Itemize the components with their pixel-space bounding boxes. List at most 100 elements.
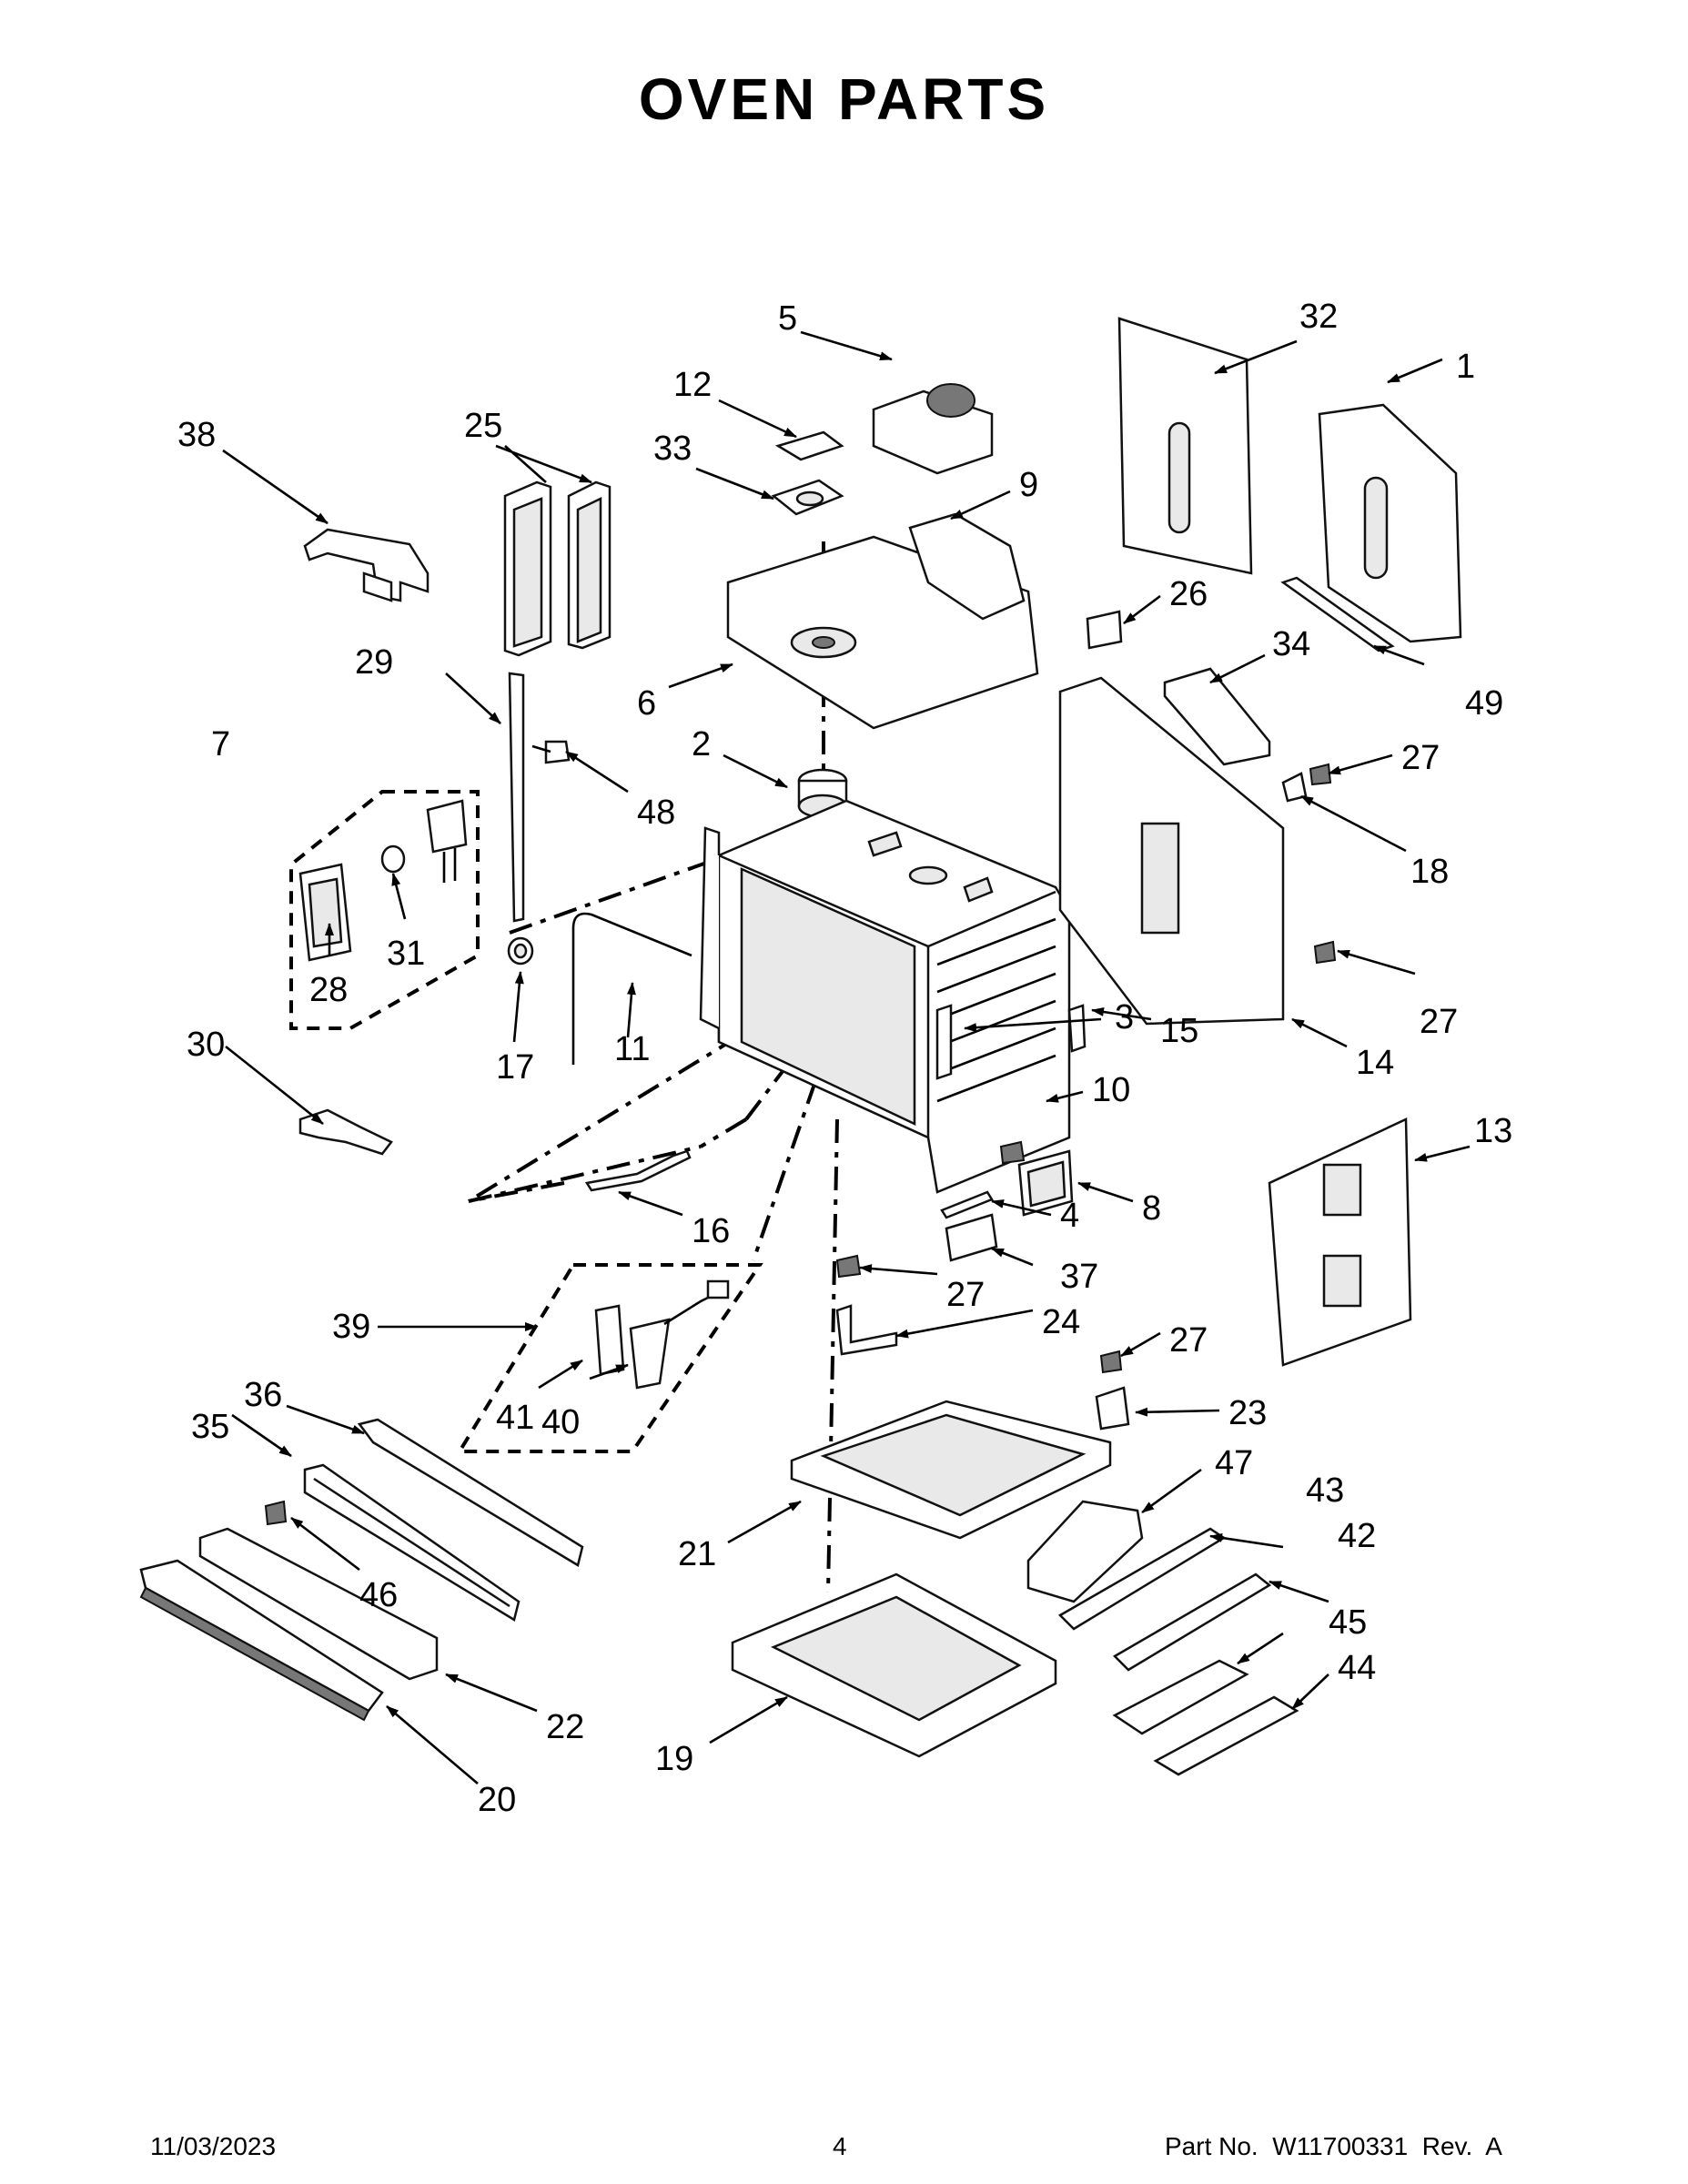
callout-7: 7 (211, 725, 230, 763)
callout-30: 30 (187, 1026, 225, 1064)
part-10-screw (999, 1140, 1026, 1165)
callout-4: 4 (1060, 1197, 1079, 1235)
page-title: OVEN PARTS (638, 66, 1050, 132)
callout-43: 43 (1306, 1471, 1344, 1510)
part-40-igniter (629, 1279, 730, 1390)
callout-31: 31 (387, 935, 425, 973)
part-34-bracket (1163, 667, 1271, 766)
callout-5: 5 (778, 299, 797, 338)
oven-cavity (699, 799, 1071, 1194)
part-25-vent-panels (503, 480, 612, 657)
callout-25: 25 (464, 407, 502, 445)
part-12-cover (774, 430, 844, 461)
callout-19: 19 (655, 1740, 693, 1778)
callout-14: 14 (1356, 1044, 1394, 1082)
callout-47: 47 (1215, 1444, 1253, 1482)
part-41-cover (594, 1304, 625, 1376)
part-13-side-panel (1268, 1117, 1412, 1367)
part-27-screw-top (1309, 763, 1332, 786)
part-20-toe-kick (139, 1559, 384, 1722)
part-45-shield (1112, 1659, 1249, 1735)
callout-22: 22 (546, 1708, 584, 1746)
callout-38: 38 (177, 416, 216, 454)
callout-27-b: 27 (1420, 1003, 1458, 1041)
group-outline-7 (289, 790, 480, 1030)
part-32-rear-panel (1117, 317, 1253, 575)
callout-39: 39 (332, 1308, 370, 1346)
part-11-probe-wire (571, 912, 692, 1065)
callout-15: 15 (1160, 1012, 1198, 1050)
callout-34: 34 (1272, 625, 1310, 663)
footer-page-number: 4 (833, 2132, 847, 2160)
part-22-shield (198, 1527, 439, 1681)
callout-10: 10 (1092, 1071, 1130, 1109)
callout-35: 35 (191, 1408, 229, 1446)
callout-12: 12 (673, 366, 712, 404)
callout-20: 20 (478, 1781, 516, 1819)
callout-13: 13 (1474, 1112, 1512, 1150)
footer-part-number: Part No. W11700331 Rev. A (1165, 2132, 1502, 2160)
callout-23: 23 (1228, 1394, 1267, 1432)
part-23-bracket (1095, 1386, 1130, 1431)
part-35-vent-trim (303, 1463, 521, 1622)
part-27-screw-lower-left (835, 1254, 862, 1279)
part-26-block (1086, 610, 1123, 650)
part-15-bracket (1067, 1004, 1087, 1053)
callout-29: 29 (355, 643, 393, 682)
callout-33: 33 (653, 430, 692, 468)
part-38-bracket (303, 528, 430, 602)
callout-26: 26 (1169, 575, 1208, 613)
callout-36: 36 (244, 1376, 282, 1414)
part-37-bracket (945, 1213, 998, 1262)
part-27-screw-lower-right (1099, 1350, 1123, 1374)
footer-date: 11/03/2023 (150, 2132, 277, 2160)
callout-6: 6 (637, 684, 656, 723)
part-1-rear-cover (1318, 403, 1462, 643)
part-14-side-panel (1058, 676, 1285, 1026)
callout-numbers: 1 2 3 4 5 6 7 8 9 10 11 12 13 14 15 16 1… (177, 298, 1512, 1819)
callout-48: 48 (637, 794, 675, 832)
part-27-screw-mid (1313, 940, 1337, 965)
centerline-vertical-lower (826, 1118, 839, 1593)
callout-27-a: 27 (1401, 739, 1440, 777)
part-33-mount-base (771, 479, 844, 516)
callout-32: 32 (1299, 298, 1338, 336)
part-31-lamp-socket (380, 799, 468, 883)
callout-44: 44 (1338, 1649, 1376, 1687)
callout-27-c: 27 (946, 1276, 985, 1314)
callout-9: 9 (1019, 466, 1038, 504)
part-29-trim-strip (508, 672, 525, 923)
part-16-sensor (584, 1149, 692, 1192)
callout-1: 1 (1456, 348, 1475, 386)
callout-45: 45 (1329, 1603, 1367, 1642)
part-48-screw (531, 740, 571, 764)
callout-21: 21 (678, 1535, 716, 1573)
callout-18: 18 (1410, 853, 1449, 891)
part-47-duct (1026, 1500, 1144, 1603)
part-49-gasket-strip (1280, 576, 1395, 652)
callout-2: 2 (692, 725, 711, 763)
callout-8: 8 (1142, 1189, 1161, 1228)
callout-41: 41 (496, 1399, 534, 1437)
part-28-lamp-lens (298, 863, 352, 962)
callout-17: 17 (496, 1048, 534, 1087)
callout-40: 40 (541, 1403, 580, 1441)
callout-37: 37 (1060, 1258, 1098, 1296)
callout-49: 49 (1465, 684, 1503, 723)
leader-lines (222, 330, 1471, 1785)
callout-3: 3 (1115, 998, 1134, 1036)
part-19-bottom-pan (731, 1572, 1057, 1758)
callout-11: 11 (614, 1030, 650, 1068)
part-8-filter (1017, 1149, 1074, 1217)
part-46-screw (264, 1500, 288, 1526)
group-outline-39 (456, 1263, 763, 1453)
part-24-bracket (835, 1304, 898, 1356)
callout-42: 42 (1338, 1517, 1376, 1555)
callout-24: 24 (1042, 1303, 1080, 1341)
callout-28: 28 (309, 971, 348, 1009)
part-17-plug (507, 936, 534, 966)
part-44-shield (1153, 1695, 1299, 1776)
callout-27-d: 27 (1169, 1321, 1208, 1360)
callout-16: 16 (692, 1212, 730, 1250)
